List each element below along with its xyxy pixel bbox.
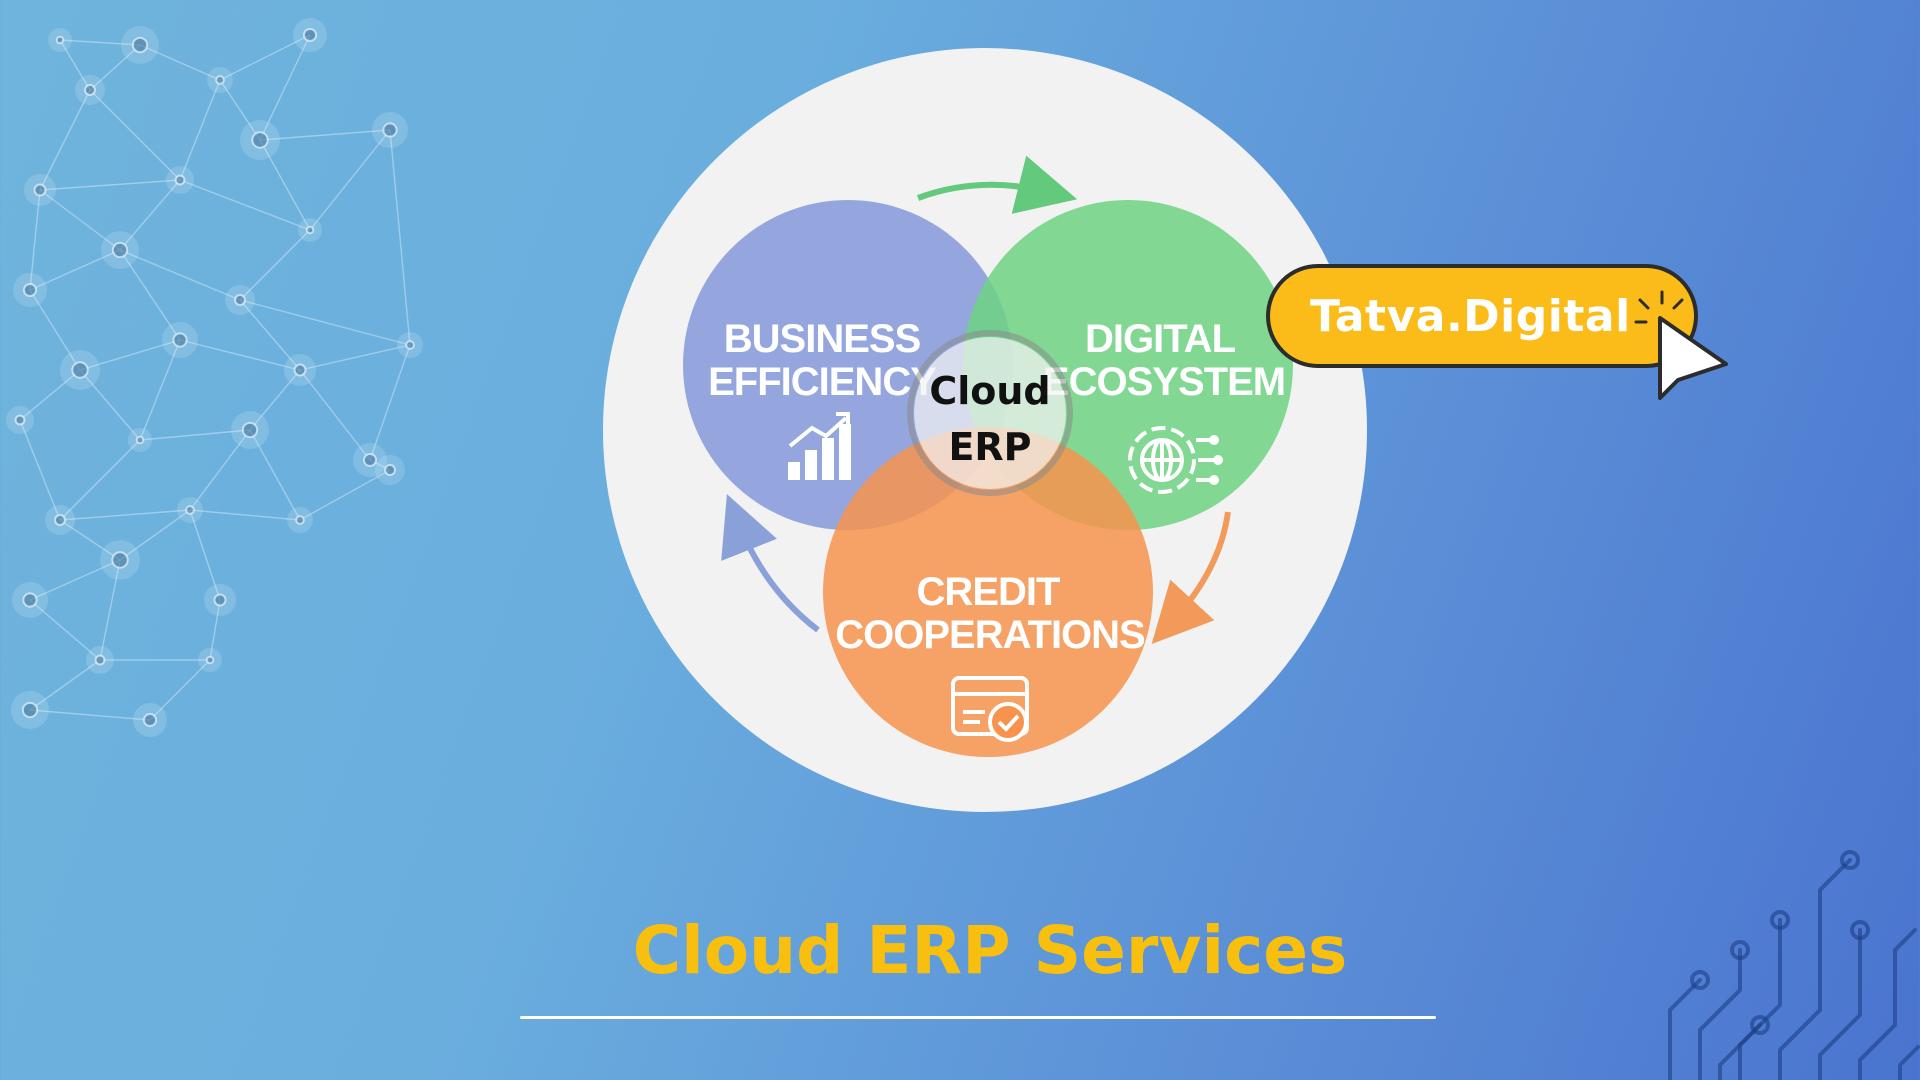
brand-name: Tatva.Digital (1310, 290, 1631, 342)
network-node (131, 36, 149, 54)
network-node (142, 712, 158, 728)
digital-ecosystem-line1: DIGITAL (1085, 317, 1236, 361)
network-node (84, 84, 96, 96)
network-node (382, 122, 398, 138)
network-node (215, 75, 225, 85)
network-node (94, 654, 106, 666)
network-node (234, 294, 246, 306)
arrow-right (1151, 511, 1231, 645)
network-node (172, 332, 188, 348)
bar-chart-growth-icon (788, 412, 851, 480)
network-node (111, 551, 129, 569)
center-circle (914, 337, 1066, 489)
network-node (55, 35, 65, 45)
network-node (205, 655, 215, 665)
network-node (111, 241, 129, 259)
circle-credit-cooperations (823, 427, 1153, 757)
network-node (14, 414, 26, 426)
business-efficiency-line1: BUSINESS (724, 317, 921, 361)
business-efficiency-line2: EFFICIENCY (708, 360, 937, 404)
network-node (302, 27, 318, 43)
credit-cooperations-line2: COOPERATIONS (835, 613, 1145, 657)
network-node (241, 421, 259, 439)
network-node (135, 435, 145, 445)
network-node (174, 174, 186, 186)
network-node (251, 131, 269, 149)
network-node (305, 225, 315, 235)
network-node (293, 363, 307, 377)
network-node (213, 593, 227, 607)
arrow-top (916, 155, 1078, 214)
network-node (295, 515, 305, 525)
network-decoration (6, 18, 423, 737)
center-label-line1: Cloud (929, 369, 1050, 413)
digital-ecosystem-line2: ECOSYSTEM (1043, 360, 1285, 404)
network-node (405, 340, 415, 350)
center-ring (907, 330, 1073, 496)
network-node (185, 505, 195, 515)
arrow-left (721, 494, 820, 633)
network-node (33, 183, 47, 197)
credit-cooperations-line1: CREDIT (917, 570, 1060, 614)
network-node (22, 592, 38, 608)
center-label-line2: ERP (948, 425, 1031, 469)
network-node (22, 282, 38, 298)
network-node (21, 701, 39, 719)
network-node (54, 514, 66, 526)
network-node (384, 464, 396, 476)
title-underline (520, 1016, 1436, 1019)
brand-badge[interactable]: Tatva.Digital (1266, 264, 1698, 368)
circuit-decoration (1668, 850, 1920, 1080)
page-title: Cloud ERP Services (632, 912, 1348, 989)
credit-card-check-icon (951, 676, 1029, 742)
network-node (71, 361, 89, 379)
gear-globe-icon (1128, 426, 1223, 494)
network-node (362, 452, 378, 468)
